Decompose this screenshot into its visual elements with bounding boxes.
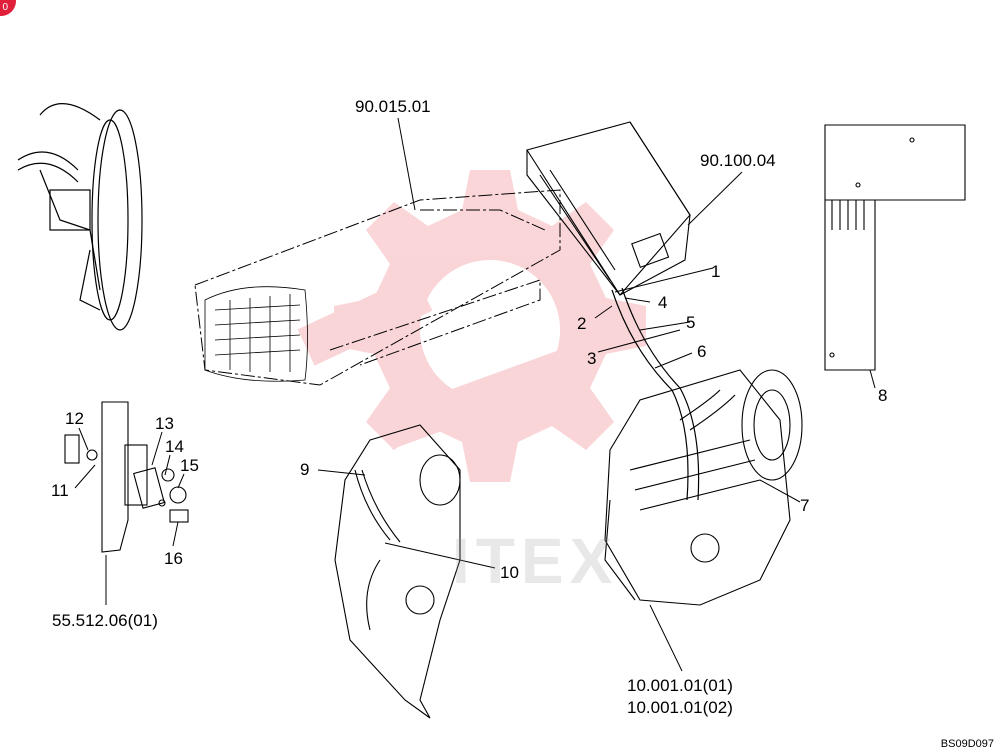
enclosure-box-drawing: [526, 121, 691, 296]
ref-engine-2: 10.001.01(02): [627, 698, 733, 717]
callout-3: 3: [587, 349, 597, 368]
ref-engine-1: 10.001.01(01): [627, 676, 733, 695]
bracket-drawing: [64, 401, 189, 553]
callout-8: 8: [878, 386, 888, 405]
side-panel-drawing: [824, 124, 966, 371]
leader-lines: [74, 117, 876, 672]
callout-2: 2: [577, 314, 587, 333]
drawing-code: BS09D097: [940, 738, 994, 750]
callout-15: 15: [180, 456, 199, 475]
callout-1: 1: [711, 262, 721, 281]
callout-16: 16: [164, 549, 183, 568]
callout-4: 4: [658, 293, 668, 312]
callout-9: 9: [300, 460, 310, 479]
radiator-grille: [204, 286, 308, 382]
engine-center-drawing: [334, 424, 461, 719]
callout-5: 5: [686, 313, 696, 332]
ref-bracket: 55.512.06(01): [52, 611, 158, 630]
watermark-text: ITEX: [452, 525, 619, 597]
callout-11: 11: [51, 481, 69, 500]
callout-14: 14: [165, 437, 184, 456]
engine-drawing: [604, 369, 803, 606]
callout-12: 12: [65, 409, 84, 428]
ref-radiator: 90.015.01: [355, 97, 431, 116]
pulley-detail-drawing: [17, 103, 143, 331]
callout-6: 6: [697, 342, 707, 361]
watermark-gear-logo: [297, 170, 646, 482]
callout-10: 10: [500, 563, 519, 582]
ref-enclosure: 90.100.04: [700, 151, 776, 170]
callout-13: 13: [155, 414, 174, 433]
callout-7: 7: [800, 496, 810, 515]
